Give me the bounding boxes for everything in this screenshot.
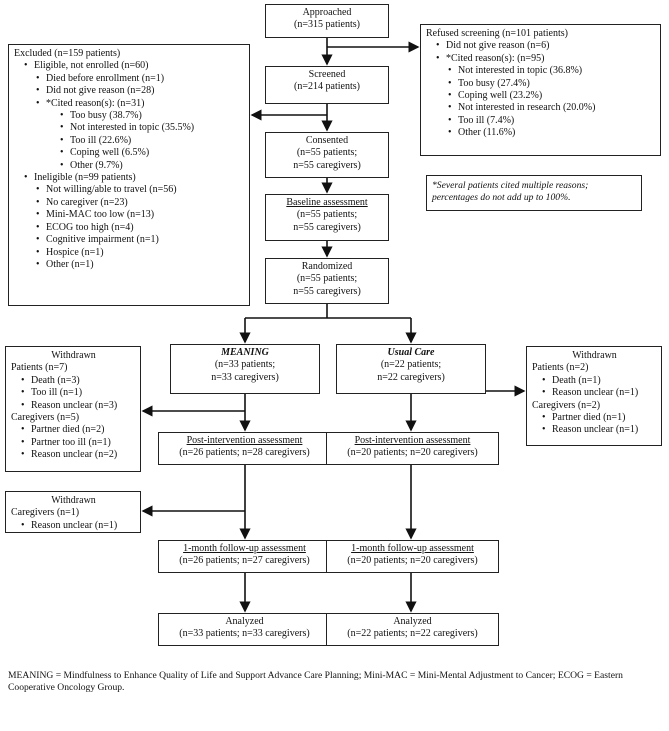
analyzed-right-title: Analyzed [393,616,432,627]
withdrawn-item: Patients (n=2) [532,362,589,374]
post-assessment-meaning-box: Post-intervention assessment (n=26 patie… [158,432,331,465]
baseline-line2: n=55 caregivers) [293,221,361,233]
refused-box: Refused screening (n=101 patients) Did n… [420,24,661,156]
refused-item: Did not give reason (n=6) [426,40,656,52]
excluded-item: Mini-MAC too low (n=13) [14,209,245,221]
follow-left-line1: (n=26 patients; n=27 caregivers) [179,555,310,567]
excluded-box: Excluded (n=159 patients) Eligible, not … [8,44,250,306]
withdrawn-item: Too ill (n=1) [11,387,136,399]
followup-meaning-box: 1-month follow-up assessment (n=26 patie… [158,540,331,573]
usual-care-arm-box: Usual Care (n=22 patients; n=22 caregive… [336,344,486,394]
withdrawn-item: Reason unclear (n=1) [11,520,136,532]
consented-line1: (n=55 patients; [296,147,358,159]
follow-right-title: 1-month follow-up assessment [351,543,474,554]
post-left-title: Post-intervention assessment [186,435,303,446]
note-text: *Several patients cited multiple reasons… [432,180,589,203]
excluded-item: Other (9.7%) [14,160,245,172]
abbreviations-footnote: MEANING = Mindfulness to Enhance Quality… [8,670,623,693]
consented-box: Consented (n=55 patients; n=55 caregiver… [265,132,389,178]
withdrawn-item: Reason unclear (n=1) [532,387,657,399]
refused-item: Too busy (27.4%) [426,78,656,90]
post-left-line1: (n=26 patients; n=28 caregivers) [179,447,310,459]
approached-count: (n=315 patients) [294,19,360,31]
consented-title: Consented [305,135,349,146]
withdrawn-item: Reason unclear (n=3) [11,400,136,412]
refused-item: Not interested in topic (36.8%) [426,65,656,77]
excluded-item: Other (n=1) [14,259,245,271]
multiple-reasons-note: *Several patients cited multiple reasons… [426,175,642,211]
withdrawn-item: Death (n=3) [11,375,136,387]
withdrawn-item: Partner died (n=2) [11,424,136,436]
approached-title: Approached [302,7,352,18]
excluded-item: Hospice (n=1) [14,247,245,259]
baseline-line1: (n=55 patients; [296,209,358,221]
excluded-item: Too ill (22.6%) [14,135,245,147]
excluded-item: *Cited reason(s): (n=31) [14,98,245,110]
withdrawn-item: Caregivers (n=1) [11,507,80,519]
withdrawn-left2-box: Withdrawn Caregivers (n=1) Reason unclea… [5,491,141,533]
withdrawn-left2-title: Withdrawn [51,495,96,506]
withdrawn-item: Caregivers (n=5) [11,412,80,424]
analyzed-right-line1: (n=22 patients; n=22 caregivers) [347,628,478,640]
refused-title: Refused screening (n=101 patients) [426,28,568,39]
consented-line2: n=55 caregivers) [293,159,361,171]
excluded-item: Ineligible (n=99 patients) [14,172,245,184]
refused-item: Not interested in research (20.0%) [426,102,656,114]
screened-count: (n=214 patients) [294,81,360,93]
analyzed-meaning-box: Analyzed (n=33 patients; n=33 caregivers… [158,613,331,646]
meaning-title: MEANING [221,347,269,358]
excluded-item: Not interested in topic (35.5%) [14,122,245,134]
analyzed-usual-box: Analyzed (n=22 patients; n=22 caregivers… [326,613,499,646]
withdrawn-item: Death (n=1) [532,375,657,387]
usual-line2: n=22 caregivers) [377,371,445,383]
meaning-line1: (n=33 patients; [214,359,276,371]
randomized-line1: (n=55 patients; [296,273,358,285]
analyzed-left-line1: (n=33 patients; n=33 caregivers) [179,628,310,640]
excluded-item: Died before enrollment (n=1) [14,73,245,85]
randomized-line2: n=55 caregivers) [293,285,361,297]
excluded-item: Too busy (38.7%) [14,110,245,122]
excluded-item: Eligible, not enrolled (n=60) [14,60,245,72]
follow-right-line1: (n=20 patients; n=20 caregivers) [347,555,478,567]
follow-left-title: 1-month follow-up assessment [183,543,306,554]
excluded-item: Cognitive impairment (n=1) [14,234,245,246]
excluded-item: Did not give reason (n=28) [14,85,245,97]
refused-item: Coping well (23.2%) [426,90,656,102]
refused-item: Too ill (7.4%) [426,115,656,127]
randomized-box: Randomized (n=55 patients; n=55 caregive… [265,258,389,304]
withdrawn-right-title: Withdrawn [572,350,617,361]
approached-box: Approached (n=315 patients) [265,4,389,38]
excluded-title: Excluded (n=159 patients) [14,48,121,59]
withdrawn-item: Reason unclear (n=1) [532,424,657,436]
post-right-title: Post-intervention assessment [354,435,471,446]
meaning-arm-box: MEANING (n=33 patients; n=33 caregivers) [170,344,320,394]
screened-box: Screened (n=214 patients) [265,66,389,104]
excluded-item: ECOG too high (n=4) [14,222,245,234]
analyzed-left-title: Analyzed [225,616,264,627]
randomized-title: Randomized [301,261,353,272]
usual-line1: (n=22 patients; [380,359,442,371]
excluded-item: No caregiver (n=23) [14,197,245,209]
withdrawn-right-box: Withdrawn Patients (n=2) Death (n=1) Rea… [526,346,662,446]
screened-title: Screened [308,69,346,80]
usual-title: Usual Care [387,347,435,358]
excluded-item: Not willing/able to travel (n=56) [14,184,245,196]
post-right-line1: (n=20 patients; n=20 caregivers) [347,447,478,459]
meaning-line2: n=33 caregivers) [211,371,279,383]
withdrawn-left-title: Withdrawn [51,350,96,361]
followup-usual-box: 1-month follow-up assessment (n=20 patie… [326,540,499,573]
baseline-box: Baseline assessment (n=55 patients; n=55… [265,194,389,241]
baseline-title: Baseline assessment [286,197,368,208]
refused-item: Other (11.6%) [426,127,656,139]
withdrawn-item: Partner too ill (n=1) [11,437,136,449]
excluded-item: Coping well (6.5%) [14,147,245,159]
withdrawn-item: Reason unclear (n=2) [11,449,136,461]
withdrawn-item: Caregivers (n=2) [532,399,601,411]
withdrawn-left-box: Withdrawn Patients (n=7) Death (n=3) Too… [5,346,141,472]
withdrawn-item: Patients (n=7) [11,362,68,374]
refused-item: *Cited reason(s): (n=95) [426,53,656,65]
withdrawn-item: Partner died (n=1) [532,412,657,424]
post-assessment-usual-box: Post-intervention assessment (n=20 patie… [326,432,499,465]
